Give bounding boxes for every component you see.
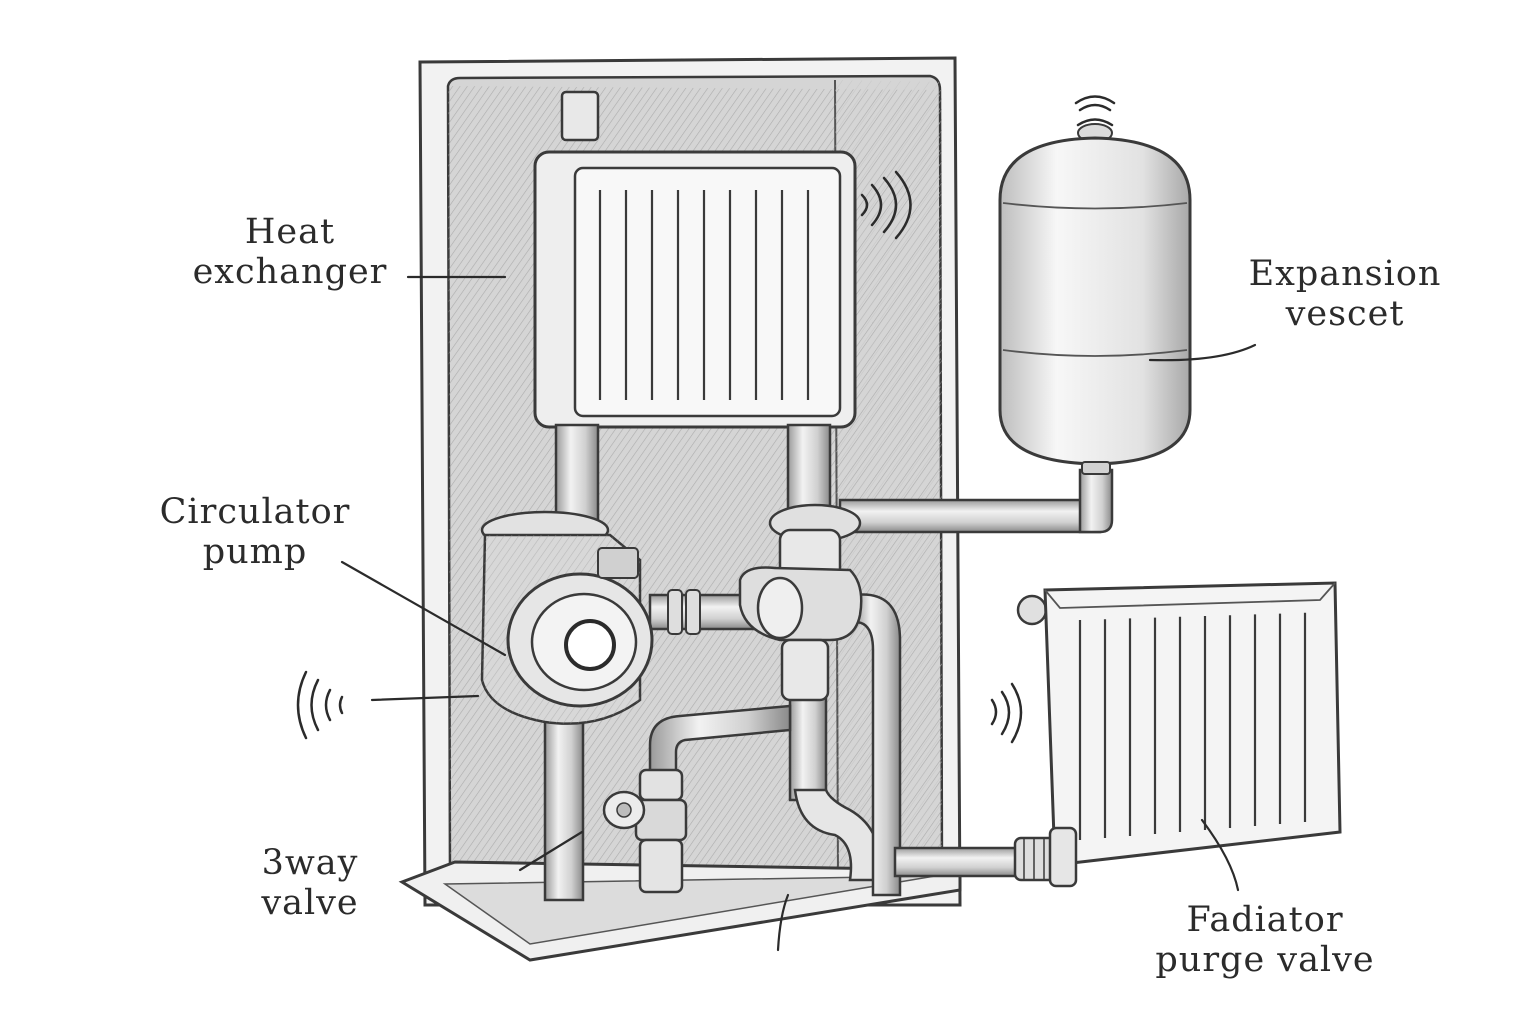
tee-fittings <box>738 503 863 702</box>
radiator <box>1013 581 1342 888</box>
expansion-vessel <box>998 123 1192 475</box>
label-three-way-valve: 3way valve <box>261 843 359 923</box>
label-heat-exchanger: Heat exchanger <box>192 212 388 292</box>
heat-exchanger <box>533 90 857 429</box>
leader-lines <box>340 275 1257 952</box>
three-way-valve <box>602 768 688 894</box>
label-circulator-pump: Circulator pump <box>159 492 351 572</box>
label-radiator-purge-valve: Fadiator purge valve <box>1155 900 1375 980</box>
circulator-pump <box>480 510 654 725</box>
pipework <box>543 423 1114 902</box>
label-expansion-vessel: Expansion vescet <box>1248 254 1442 334</box>
sound-waves-icon <box>296 95 1116 744</box>
